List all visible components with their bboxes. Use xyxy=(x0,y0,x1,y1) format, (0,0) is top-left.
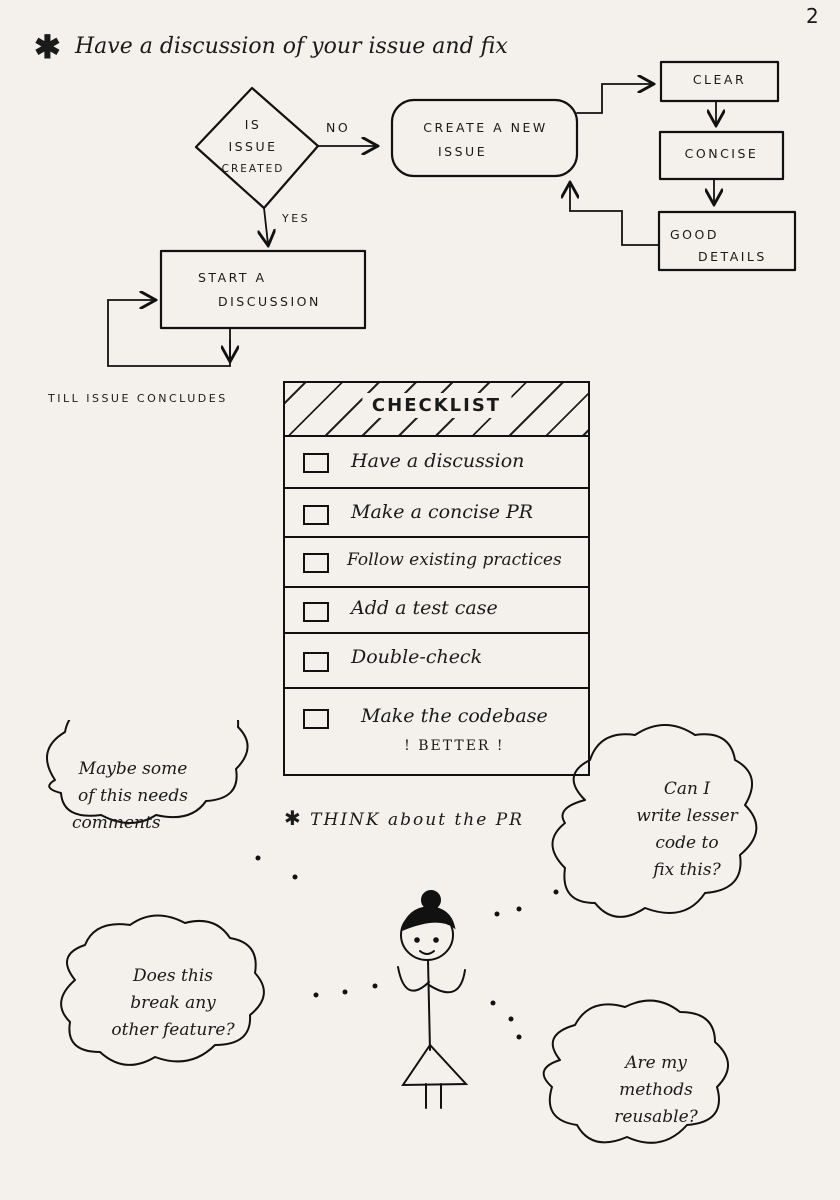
thought-dot xyxy=(342,989,348,995)
checklist-title: CHECKLIST xyxy=(361,393,512,418)
checklist-item-label: Have a discussion xyxy=(351,450,525,472)
good-details-label: GOOD DETAILS xyxy=(670,227,767,264)
thought-dot xyxy=(313,992,319,998)
figure-dress xyxy=(401,1043,469,1087)
thought-illustration xyxy=(46,720,758,1144)
asterisk-icon: ✱ xyxy=(284,806,303,830)
checklist-header: CHECKLIST xyxy=(285,383,588,437)
page-number: 2 xyxy=(806,4,819,28)
flowchart xyxy=(107,60,797,367)
decision-label: IS ISSUE CREATED xyxy=(221,117,285,175)
stick-figure xyxy=(397,890,469,1109)
checklist-item-label: Make a concise PR xyxy=(351,501,534,523)
checklist-item[interactable]: Have a discussion xyxy=(285,437,588,489)
checklist: CHECKLIST Have a discussion Make a conci… xyxy=(283,381,590,776)
thought-cloud xyxy=(542,999,729,1144)
page-heading: ✱ Have a discussion of your issue and fi… xyxy=(34,28,508,66)
loop-label: TILL ISSUE CONCLUDES xyxy=(48,392,228,405)
thought-dot xyxy=(292,874,298,880)
thought-cloud xyxy=(551,724,758,918)
checklist-item[interactable]: Double-check xyxy=(285,634,588,689)
yes-arrow xyxy=(264,207,268,244)
good-details-box xyxy=(657,210,797,272)
checklist-item-label: Add a test case xyxy=(351,597,498,619)
thought-dot xyxy=(490,1000,496,1006)
concise-box xyxy=(658,130,785,181)
thought-comments: Maybe some of this needs comments xyxy=(72,759,188,833)
checklist-item[interactable]: Add a test case xyxy=(285,588,588,634)
figure-smile xyxy=(419,950,435,955)
checklist-item-label: Follow existing practices xyxy=(347,550,562,570)
clear-box xyxy=(659,60,780,103)
checkbox[interactable] xyxy=(303,709,329,729)
thought-dot xyxy=(553,889,559,895)
thought-lesser-code: Can I write lesser code to fix this? xyxy=(636,779,738,880)
figure-eye xyxy=(414,937,420,943)
thought-dot xyxy=(516,1034,522,1040)
create-issue-label: CREATE A NEW ISSUE xyxy=(423,120,548,159)
figure-left-arm xyxy=(397,966,430,992)
checkbox[interactable] xyxy=(303,505,329,525)
checkbox[interactable] xyxy=(303,553,329,573)
think-label: ✱ THINK about the PR xyxy=(284,806,524,830)
hair xyxy=(400,905,456,932)
checklist-item-label: Make the codebase ! BETTER ! xyxy=(361,705,548,754)
start-discussion-label: START A DISCUSSION xyxy=(198,270,321,309)
checklist-item[interactable]: Make the codebase ! BETTER ! xyxy=(285,689,588,775)
checkbox[interactable] xyxy=(303,652,329,672)
create-issue-box xyxy=(390,98,579,178)
checkbox[interactable] xyxy=(303,453,329,473)
thought-dot xyxy=(494,911,500,917)
figure-body xyxy=(427,959,431,1051)
checklist-item[interactable]: Make a concise PR xyxy=(285,489,588,538)
thought-dot xyxy=(508,1016,514,1022)
figure-right-arm xyxy=(428,969,466,994)
figure-eye xyxy=(433,937,439,943)
checklist-item[interactable]: Follow existing practices xyxy=(285,538,588,588)
details-feedback-arrow xyxy=(570,184,660,246)
create-to-clear-arrow xyxy=(576,84,652,114)
thought-dot xyxy=(516,906,522,912)
asterisk-icon: ✱ xyxy=(34,28,61,66)
yes-label: YES xyxy=(282,212,311,225)
thought-cloud xyxy=(60,914,265,1066)
clear-label: CLEAR xyxy=(692,72,747,87)
no-label: NO xyxy=(326,120,351,135)
checkbox[interactable] xyxy=(303,602,329,622)
checklist-item-label: Double-check xyxy=(351,646,483,668)
thought-cloud xyxy=(46,720,249,824)
thought-break-feature: Does this break any other feature? xyxy=(111,966,235,1040)
start-discussion-box xyxy=(159,249,367,330)
thought-reusable: Are my methods reusable? xyxy=(614,1053,698,1127)
thought-dot xyxy=(255,855,261,861)
thought-dot xyxy=(372,983,378,989)
heading-text: Have a discussion of your issue and fix xyxy=(75,34,508,59)
concise-label: CONCISE xyxy=(684,146,759,161)
